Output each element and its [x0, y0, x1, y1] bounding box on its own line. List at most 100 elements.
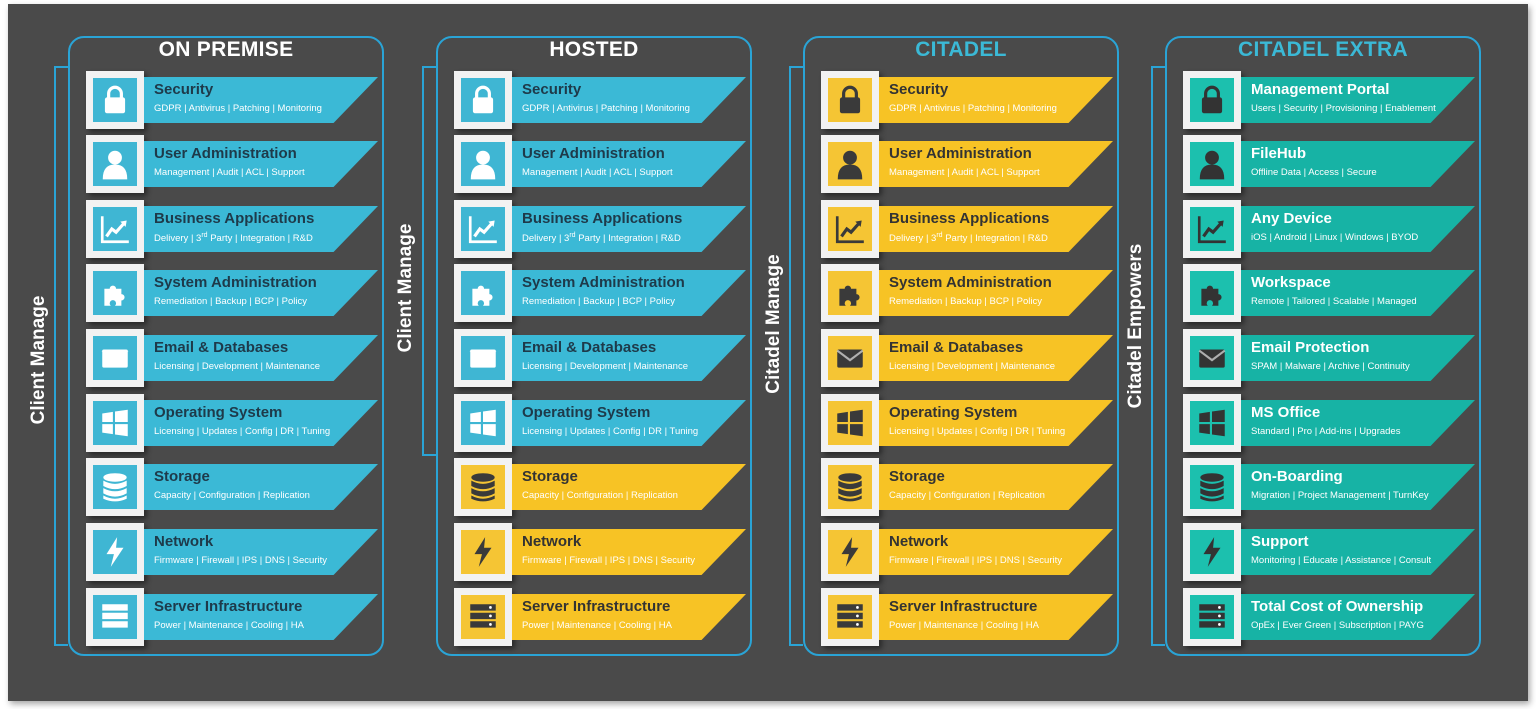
- service-subtitle: Remediation | Backup | BCP | Policy: [522, 296, 675, 307]
- column-on-premise: [68, 36, 384, 656]
- service-subtitle: Capacity | Configuration | Replication: [889, 490, 1045, 501]
- icon-tile: [86, 588, 144, 646]
- service-subtitle: Capacity | Configuration | Replication: [522, 490, 678, 501]
- icon-tile: [1183, 588, 1241, 646]
- service-title: Security: [522, 81, 582, 98]
- user-icon: [93, 142, 137, 186]
- service-subtitle: Delivery | 3rd Party | Integration | R&D: [522, 232, 681, 245]
- lightning-icon: [461, 530, 505, 574]
- service-subtitle: Management | Audit | ACL | Support: [889, 167, 1040, 178]
- server-icon: [828, 595, 872, 639]
- service-subtitle: Capacity | Configuration | Replication: [154, 490, 310, 501]
- service-subtitle: Licensing | Updates | Config | DR | Tuni…: [154, 426, 331, 437]
- service-title: Email & Databases: [154, 339, 289, 356]
- service-subtitle: Power | Maintenance | Cooling | HA: [154, 620, 304, 631]
- service-title: Business Applications: [522, 210, 683, 227]
- service-title: User Administration: [889, 145, 1032, 162]
- icon-tile: [1183, 71, 1241, 129]
- column-title-on-premise: ON PREMISE: [158, 38, 294, 61]
- service-subtitle: Standard | Pro | Add-ins | Upgrades: [1251, 426, 1401, 437]
- icon-tile: [454, 588, 512, 646]
- icon-tile: [86, 458, 144, 516]
- icon-tile: [86, 135, 144, 193]
- puzzle-icon: [1190, 271, 1234, 315]
- column-hosted: [436, 36, 752, 656]
- icon-tile: [821, 135, 879, 193]
- icon-tile: [86, 264, 144, 322]
- service-subtitle: Migration | Project Management | TurnKey: [1251, 490, 1429, 501]
- database-icon: [1190, 465, 1234, 509]
- icon-tile: [86, 71, 144, 129]
- service-subtitle: Firmware | Firewall | IPS | DNS | Securi…: [154, 555, 327, 566]
- bracket-citadel: [789, 66, 803, 646]
- service-title: Security: [154, 81, 214, 98]
- service-subtitle: OpEx | Ever Green | Subscription | PAYG: [1251, 620, 1424, 631]
- service-title: Server Infrastructure: [154, 598, 303, 615]
- user-icon: [461, 142, 505, 186]
- service-subtitle: GDPR | Antivirus | Patching | Monitoring: [154, 103, 322, 114]
- service-title: Workspace: [1251, 274, 1331, 291]
- icon-tile: [1183, 329, 1241, 387]
- service-title: Security: [889, 81, 949, 98]
- database-icon: [93, 465, 137, 509]
- icon-tile: [86, 523, 144, 581]
- service-subtitle: Firmware | Firewall | IPS | DNS | Securi…: [522, 555, 695, 566]
- column-title-citadel: CITADEL: [915, 38, 1007, 61]
- windows-icon: [1190, 401, 1234, 445]
- bracket-citadel-extra: [1151, 66, 1165, 646]
- windows-icon: [93, 401, 137, 445]
- service-title: System Administration: [522, 274, 685, 291]
- lightning-icon: [93, 530, 137, 574]
